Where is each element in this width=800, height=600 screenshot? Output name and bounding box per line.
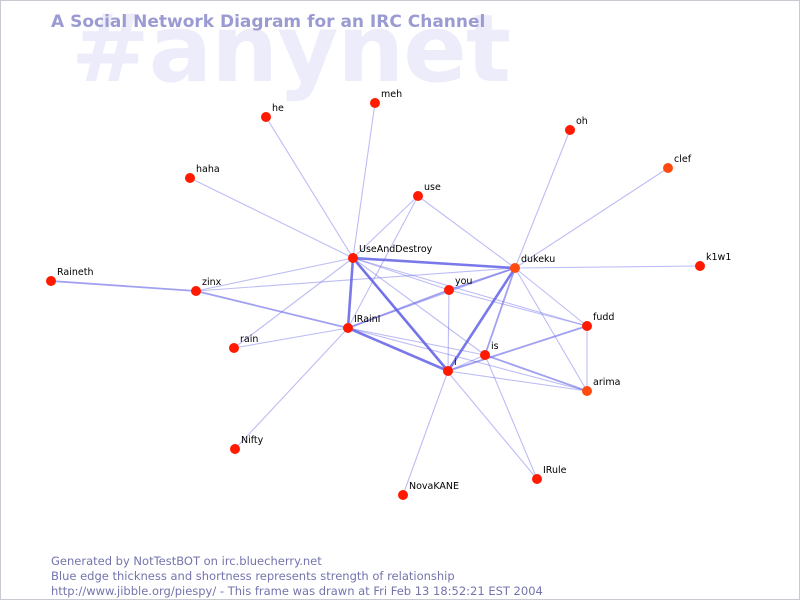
edge-IRainI-use xyxy=(347,195,419,329)
node-use[interactable] xyxy=(413,191,423,201)
edge-IRainI-rain xyxy=(233,327,349,349)
node-IRule[interactable] xyxy=(532,474,542,484)
node-label-rain: rain xyxy=(240,334,258,345)
edge-UseAndDestroy-zinx xyxy=(195,257,354,292)
edge-dukeku-fudd xyxy=(514,267,588,327)
node-IRainI[interactable] xyxy=(343,323,353,333)
edge-IRainI-arima xyxy=(347,327,588,392)
edge-IRainI-is xyxy=(347,327,486,356)
node-dukeku[interactable] xyxy=(510,263,520,273)
node-label-arima: arima xyxy=(593,377,620,388)
edge-you-i xyxy=(447,289,450,372)
edge-UseAndDestroy-meh xyxy=(352,102,376,259)
node-label-NovaKANE: NovaKANE xyxy=(409,481,459,492)
node-label-use: use xyxy=(424,182,441,193)
node-k1w1[interactable] xyxy=(695,261,705,271)
diagram-title: A Social Network Diagram for an IRC Chan… xyxy=(51,12,486,32)
node-label-you: you xyxy=(455,276,472,287)
node-oh[interactable] xyxy=(565,125,575,135)
edge-IRainI-Nifty xyxy=(234,327,349,450)
edge-UseAndDestroy-use xyxy=(352,195,419,259)
edge-UseAndDestroy-IRainI xyxy=(346,256,355,330)
node-label-Raineth: Raineth xyxy=(57,267,93,278)
edge-UseAndDestroy-you xyxy=(352,257,450,291)
edge-dukeku-clef xyxy=(514,167,669,269)
edge-UseAndDestroy-fudd xyxy=(352,257,588,327)
edge-dukeku-use xyxy=(417,195,516,269)
edge-dukeku-you xyxy=(448,267,516,291)
node-arima[interactable] xyxy=(582,386,592,396)
footer-timestamp: http://www.jibble.org/piespy/ - This fra… xyxy=(51,584,543,598)
edge-Raineth-zinx xyxy=(50,280,197,292)
edge-UseAndDestroy-haha xyxy=(189,177,354,259)
node-label-oh: oh xyxy=(576,116,588,127)
edge-zinx-IRainI xyxy=(195,290,349,329)
edge-IRainI-you xyxy=(347,289,450,329)
edge-is-arima xyxy=(484,354,588,392)
node-label-fudd: fudd xyxy=(593,312,614,323)
node-label-clef: clef xyxy=(674,154,692,165)
node-label-zinx: zinx xyxy=(202,277,222,288)
edge-i-NovaKANE xyxy=(402,370,449,496)
node-i[interactable] xyxy=(443,366,453,376)
node-rain[interactable] xyxy=(229,343,239,353)
footer-legend-note: Blue edge thickness and shortness repres… xyxy=(51,569,455,583)
edge-i-fudd xyxy=(447,325,588,372)
edge-IRainI-i xyxy=(346,326,450,373)
node-NovaKANE[interactable] xyxy=(398,490,408,500)
edge-you-fudd xyxy=(448,289,588,327)
edge-is-IRule xyxy=(484,354,538,480)
edge-dukeku-arima xyxy=(514,267,588,392)
edge-dukeku-zinx xyxy=(195,267,516,292)
edge-UseAndDestroy-rain xyxy=(233,257,354,349)
node-label-dukeku: dukeku xyxy=(521,254,555,265)
edge-i-arima xyxy=(447,370,588,392)
node-label-haha: haha xyxy=(196,164,220,175)
node-label-k1w1: k1w1 xyxy=(706,252,731,263)
nodes-layer xyxy=(46,98,705,500)
node-fudd[interactable] xyxy=(582,321,592,331)
node-label-he: he xyxy=(272,103,284,114)
node-label-UseAndDestroy: UseAndDestroy xyxy=(359,244,433,255)
footer-generated-by: Generated by NotTestBOT on irc.bluecherr… xyxy=(51,554,322,568)
edges-layer xyxy=(50,102,701,496)
node-is[interactable] xyxy=(480,350,490,360)
edge-UseAndDestroy-he xyxy=(265,116,354,259)
node-he[interactable] xyxy=(261,112,271,122)
edge-dukeku-oh xyxy=(514,129,571,269)
edge-UseAndDestroy-i xyxy=(351,256,450,373)
edge-dukeku-i xyxy=(446,266,517,373)
node-label-IRainI: IRainI xyxy=(354,314,380,325)
channel-watermark: #anynet xyxy=(71,0,511,104)
node-UseAndDestroy[interactable] xyxy=(348,253,358,263)
node-meh[interactable] xyxy=(370,98,380,108)
edge-UseAndDestroy-dukeku xyxy=(351,256,517,270)
node-you[interactable] xyxy=(444,285,454,295)
edge-dukeku-is xyxy=(484,267,516,356)
node-zinx[interactable] xyxy=(191,286,201,296)
node-clef[interactable] xyxy=(663,163,673,173)
node-label-i: i xyxy=(454,357,457,368)
node-label-is: is xyxy=(491,341,499,352)
node-haha[interactable] xyxy=(185,173,195,183)
edge-dukeku-k1w1 xyxy=(514,265,701,269)
node-label-IRule: IRule xyxy=(543,465,567,476)
node-label-Nifty: Nifty xyxy=(241,435,264,446)
node-Raineth[interactable] xyxy=(46,276,56,286)
edge-UseAndDestroy-is xyxy=(352,257,486,356)
node-label-meh: meh xyxy=(381,89,402,100)
node-Nifty[interactable] xyxy=(230,444,240,454)
